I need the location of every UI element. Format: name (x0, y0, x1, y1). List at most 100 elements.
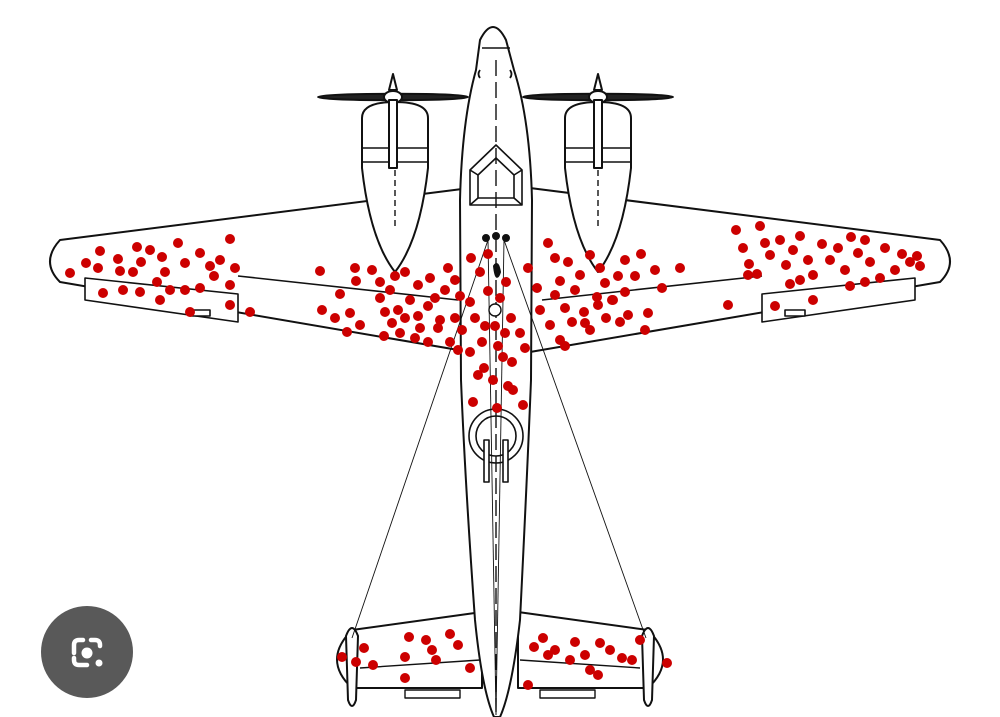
bullet-hole-marker (535, 305, 545, 315)
bullet-hole-marker (662, 658, 672, 668)
bullet-hole-marker (473, 370, 483, 380)
bullet-hole-marker (825, 255, 835, 265)
main-wing-right (529, 187, 951, 353)
main-wing (49, 187, 471, 353)
bullet-hole-marker (415, 323, 425, 333)
bullet-hole-marker (225, 234, 235, 244)
bullet-hole-marker (453, 640, 463, 650)
bullet-hole-marker (775, 235, 785, 245)
google-lens-button[interactable] (41, 606, 133, 698)
bullet-hole-marker (880, 243, 890, 253)
bullet-hole-marker (413, 311, 423, 321)
bullet-hole-marker (833, 243, 843, 253)
bullet-hole-marker (421, 635, 431, 645)
bullet-hole-marker (760, 238, 770, 248)
bullet-hole-marker (605, 645, 615, 655)
bullet-hole-marker (585, 665, 595, 675)
bullet-hole-marker (375, 277, 385, 287)
bullet-hole-marker (400, 267, 410, 277)
bullet-hole-marker (390, 271, 400, 281)
bullet-hole-marker (580, 318, 590, 328)
bullet-hole-marker (483, 286, 493, 296)
bullet-hole-marker (470, 313, 480, 323)
bullet-hole-marker (860, 235, 870, 245)
bullet-hole-marker (245, 307, 255, 317)
bullet-hole-marker (523, 680, 533, 690)
bullet-hole-marker (650, 265, 660, 275)
bullet-hole-marker (723, 300, 733, 310)
bullet-hole-marker (113, 254, 123, 264)
bullet-hole-marker (355, 320, 365, 330)
bullet-hole-marker (205, 261, 215, 271)
bullet-hole-marker (770, 301, 780, 311)
bullet-hole-marker (351, 657, 361, 667)
bullet-hole-marker (620, 255, 630, 265)
bullet-hole-marker (755, 221, 765, 231)
bullet-hole-marker (445, 629, 455, 639)
bullet-hole-marker (608, 295, 618, 305)
bullet-hole-marker (430, 293, 440, 303)
bullet-hole-marker (152, 277, 162, 287)
bullet-hole-marker (860, 277, 870, 287)
bullet-hole-marker (808, 270, 818, 280)
bullet-hole-marker (335, 289, 345, 299)
bullet-hole-marker (518, 400, 528, 410)
bullet-hole-marker (465, 663, 475, 673)
bullet-hole-marker (657, 283, 667, 293)
bullet-hole-marker (543, 238, 553, 248)
bullet-hole-marker (623, 310, 633, 320)
bullet-hole-marker (817, 239, 827, 249)
bullet-hole-marker (529, 642, 539, 652)
bullet-hole-marker (643, 308, 653, 318)
bullet-hole-marker (488, 375, 498, 385)
bullet-hole-marker (570, 285, 580, 295)
bullet-hole-marker (600, 278, 610, 288)
right-engine-nacelle (564, 101, 632, 273)
bullet-hole-marker (445, 337, 455, 347)
bullet-hole-marker (209, 271, 219, 281)
bullet-hole-marker (65, 268, 75, 278)
bullet-hole-marker (501, 277, 511, 287)
antenna-wires (351, 239, 647, 716)
bullet-hole-marker (393, 305, 403, 315)
bullet-hole-marker (846, 232, 856, 242)
bullet-hole-marker (468, 397, 478, 407)
bullet-hole-marker (440, 285, 450, 295)
bullet-hole-marker (400, 313, 410, 323)
bullet-hole-marker (744, 259, 754, 269)
google-lens-icon (71, 637, 103, 668)
bullet-hole-marker (875, 273, 885, 283)
bullet-hole-marker (803, 255, 813, 265)
bullet-hole-marker (523, 263, 533, 273)
bullet-hole-marker (585, 250, 595, 260)
bullet-hole-marker (555, 276, 565, 286)
bullet-hole-marker (315, 266, 325, 276)
bullet-hole-marker (795, 275, 805, 285)
bullet-hole-marker (500, 328, 510, 338)
bullet-hole-marker (375, 293, 385, 303)
bullet-hole-marker (431, 655, 441, 665)
bullet-hole-marker (136, 257, 146, 267)
bullet-hole-marker (532, 283, 542, 293)
bullet-hole-marker (351, 276, 361, 286)
bullet-hole-marker (795, 231, 805, 241)
bullet-hole-marker (765, 250, 775, 260)
bullet-hole-marker (400, 673, 410, 683)
bullet-hole-marker (173, 238, 183, 248)
bullet-hole-marker (330, 313, 340, 323)
bullet-hole-marker (808, 295, 818, 305)
bullet-hole-marker (752, 269, 762, 279)
bullet-hole-marker (543, 650, 553, 660)
bullet-hole-marker (128, 267, 138, 277)
bullet-hole-marker (345, 308, 355, 318)
bullet-hole-marker (613, 271, 623, 281)
bullet-hole-marker (195, 283, 205, 293)
right-propeller (522, 73, 674, 169)
bullet-hole-marker (450, 275, 460, 285)
bullet-hole-marker (443, 263, 453, 273)
bullet-hole-marker (565, 655, 575, 665)
bullet-hole-marker (731, 225, 741, 235)
bullet-hole-marker (115, 266, 125, 276)
bullet-hole-marker (160, 267, 170, 277)
bullet-hole-marker (840, 265, 850, 275)
